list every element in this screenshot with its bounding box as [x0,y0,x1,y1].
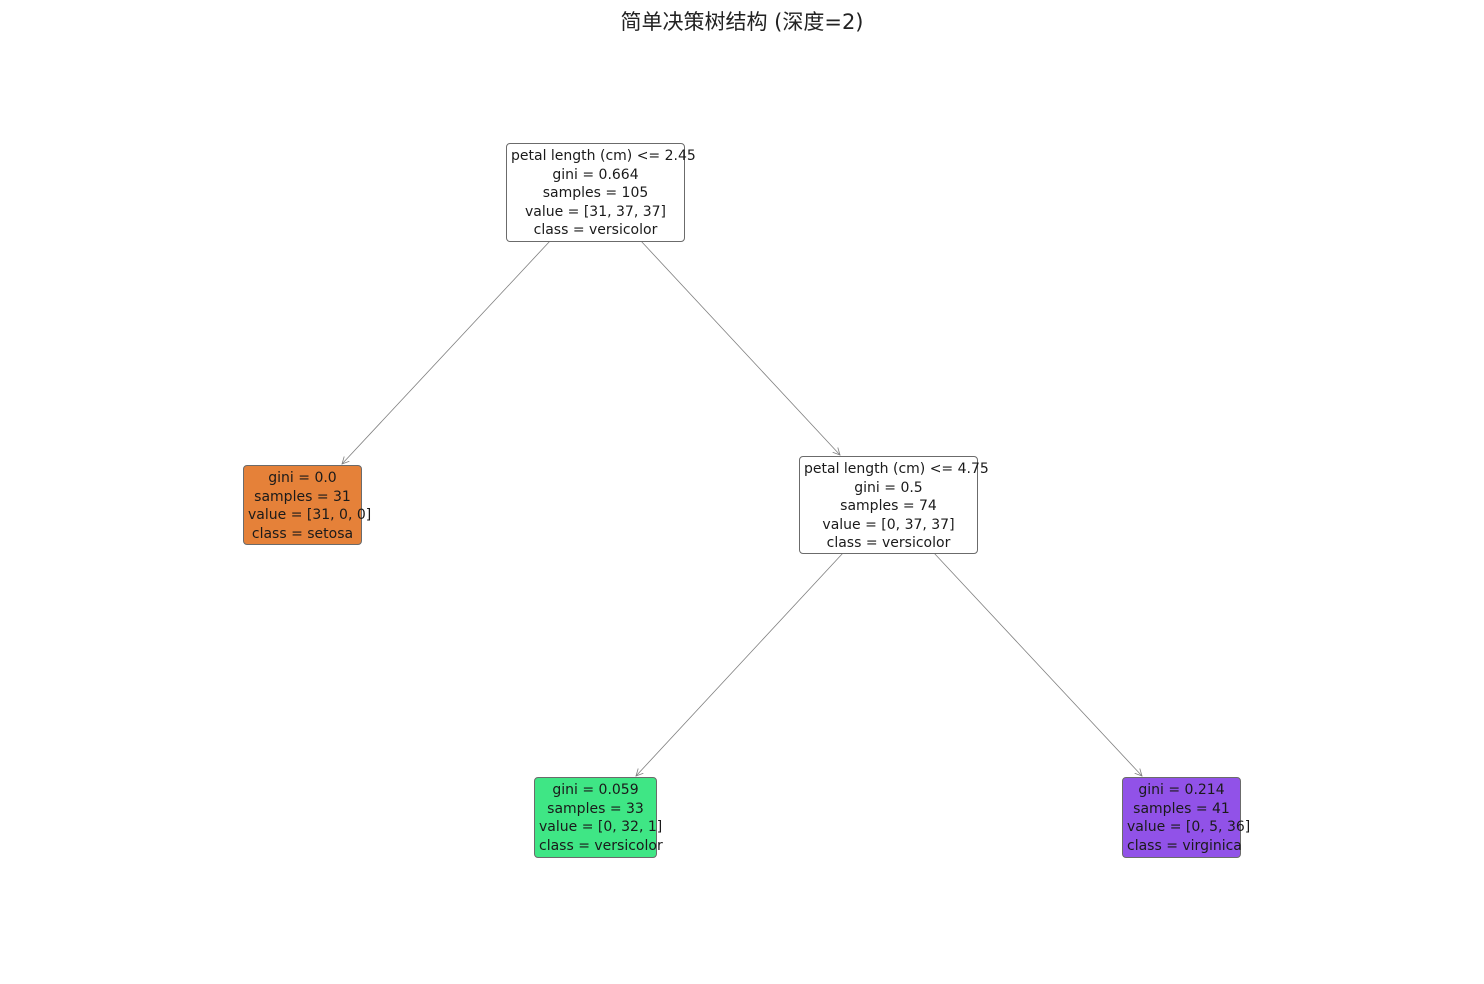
node-gini: gini = 0.0 [268,470,337,486]
node-samples: samples = 41 [1133,800,1230,817]
tree-node-right-left-leaf: gini = 0.059 samples = 33 value = [0, 32… [534,777,663,858]
edge-right-left [636,552,844,776]
tree-node-right-right-leaf: gini = 0.214 samples = 41 value = [0, 5,… [1122,777,1251,858]
edge-right-right [933,552,1142,776]
node-samples: samples = 74 [840,498,937,514]
tree-node-root: petal length (cm) <= 2.45 gini = 0.664 s… [506,143,696,242]
node-value: value = [0, 32, 1] [539,819,663,835]
node-samples: samples = 31 [254,488,351,505]
node-value: value = [0, 37, 37] [822,516,955,533]
node-gini: gini = 0.664 [552,166,639,183]
node-class: class = versicolor [533,222,658,238]
tree-node-left-leaf: gini = 0.0 samples = 31 value = [31, 0, … [243,465,372,545]
node-class: class = virginica [1127,837,1242,854]
node-samples: samples = 33 [547,800,644,817]
node-gini: gini = 0.059 [552,782,639,798]
node-class: class = setosa [251,525,354,542]
node-split: petal length (cm) <= 2.45 [511,148,696,164]
edge-root-right [640,240,840,455]
tree-node-right: petal length (cm) <= 4.75 gini = 0.5 sam… [799,456,989,554]
node-value: value = [31, 0, 0] [248,507,372,523]
node-gini: gini = 0.214 [1138,782,1225,798]
node-class: class = versicolor [539,837,663,854]
node-split: petal length (cm) <= 4.75 [804,461,989,477]
diagram-title: 简单决策树结构 (深度=2) [620,10,864,34]
edge-root-left [342,240,551,464]
node-class: class = versicolor [826,535,951,551]
node-gini: gini = 0.5 [854,479,923,496]
node-samples: samples = 105 [542,185,649,201]
node-value: value = [0, 5, 36] [1127,819,1251,835]
node-value: value = [31, 37, 37] [524,203,667,220]
